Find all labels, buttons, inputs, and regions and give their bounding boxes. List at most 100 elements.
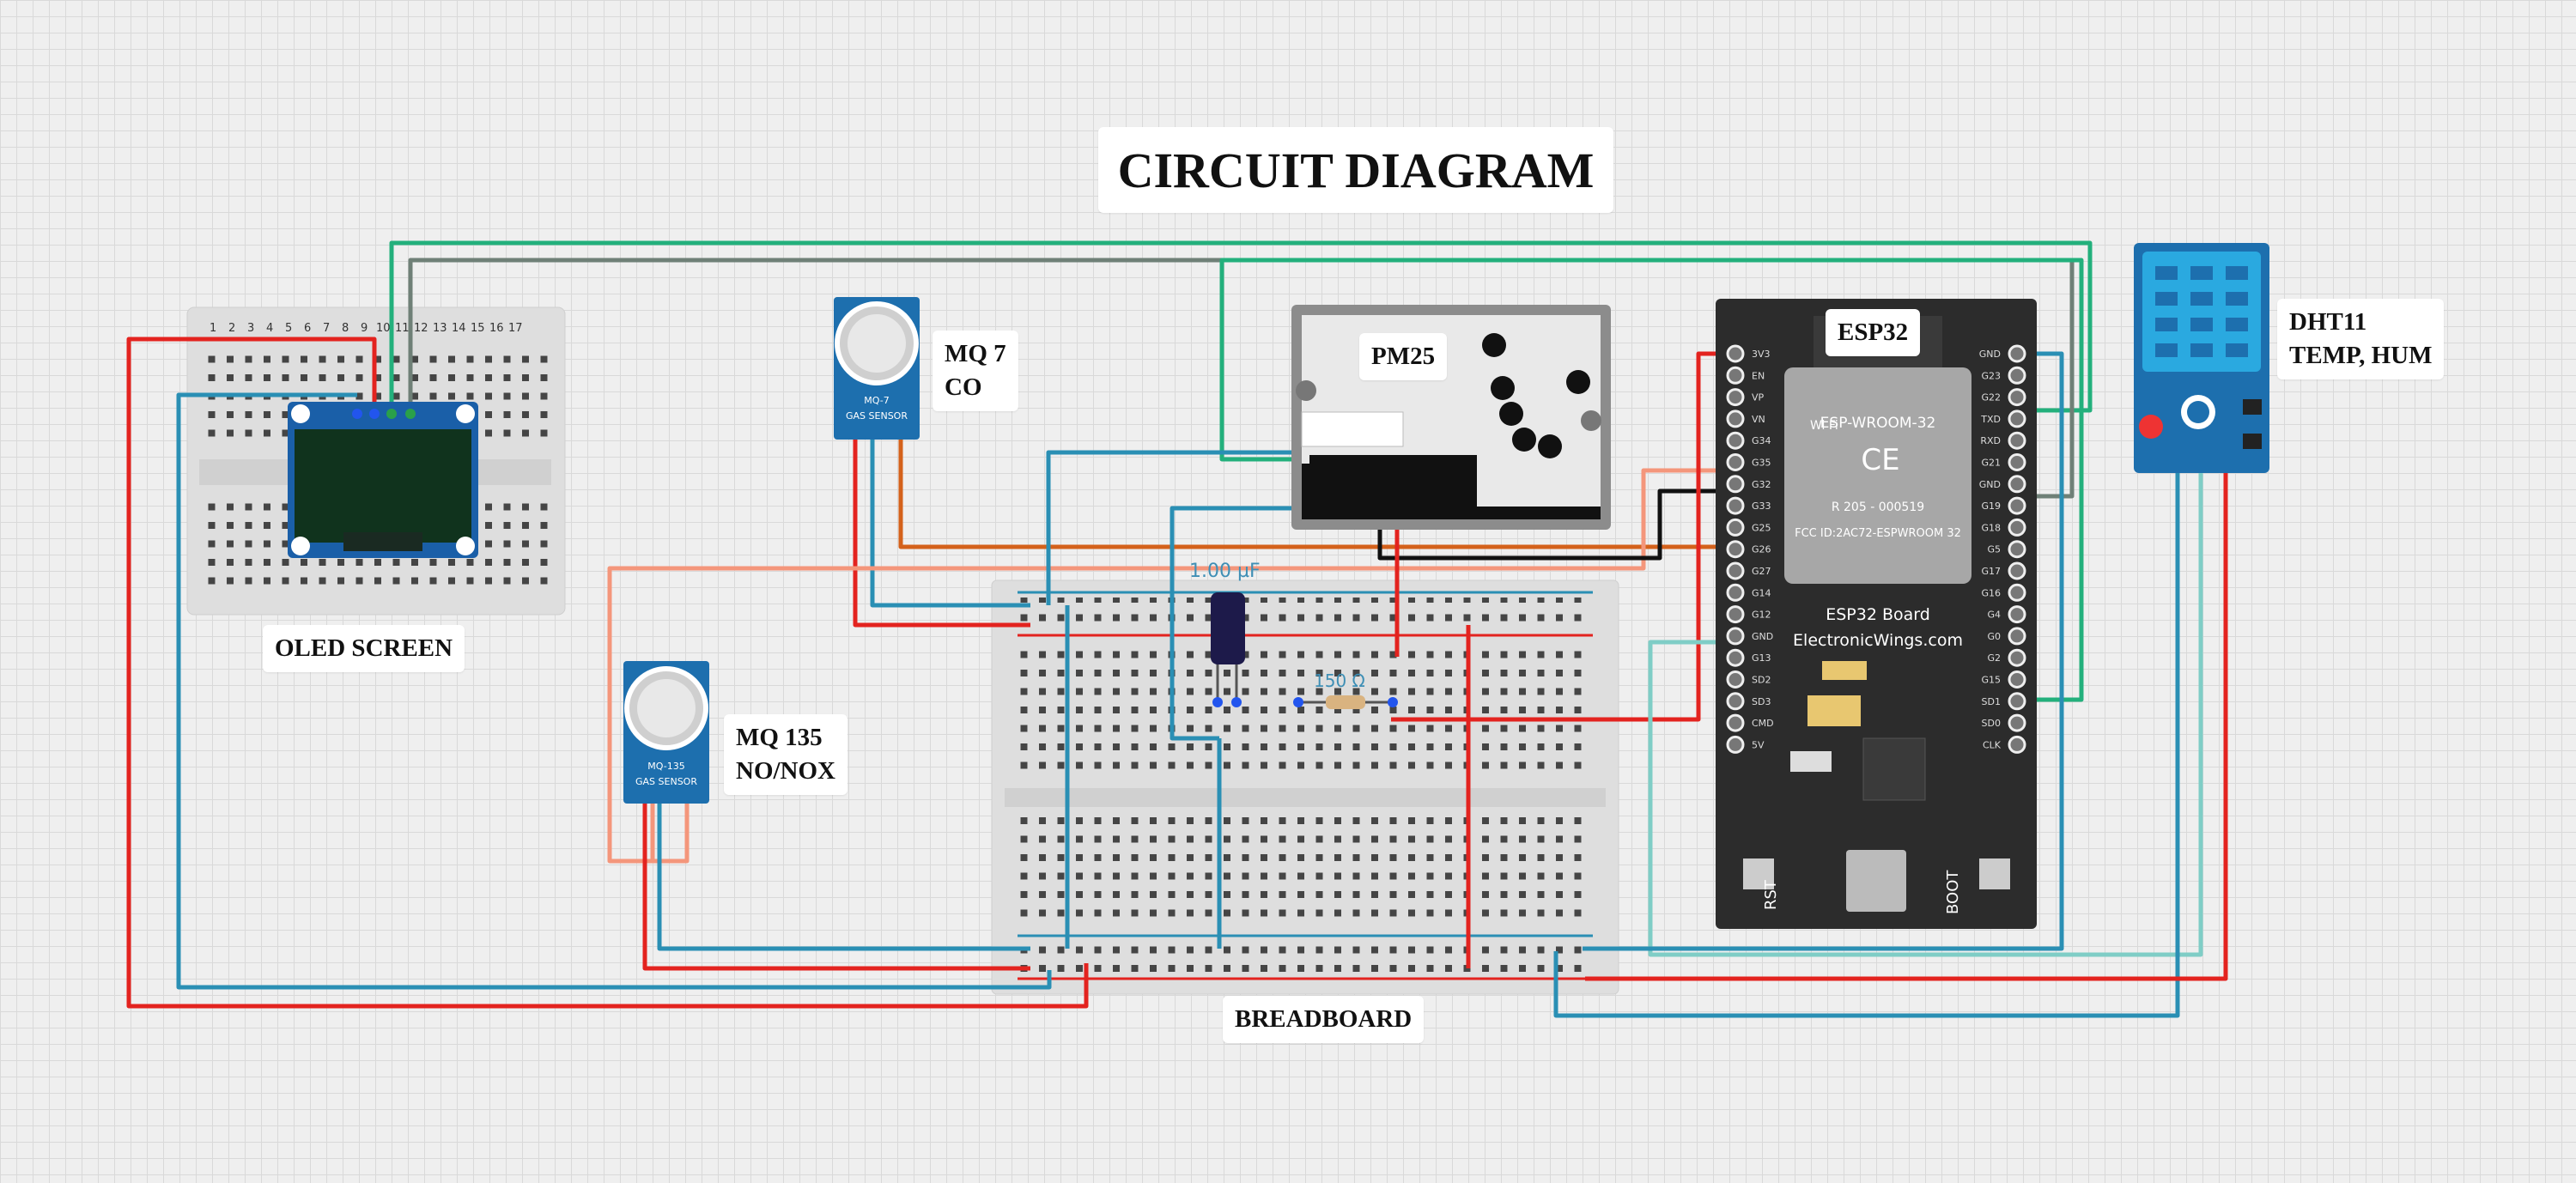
svg-text:12: 12 bbox=[414, 322, 428, 335]
esp32-pin-sd0 bbox=[2008, 713, 2026, 732]
esp32-pin-vn bbox=[1726, 410, 1745, 428]
esp32-pin-label: G15 bbox=[1981, 675, 2001, 686]
esp32-pin-sd1 bbox=[2008, 692, 2026, 711]
esp32-pin-label: G25 bbox=[1752, 522, 1771, 533]
esp32-pin-label: G23 bbox=[1981, 370, 2001, 381]
esp32-pin-label: G2 bbox=[1987, 652, 2001, 664]
esp32-pin-label: GND bbox=[1979, 349, 2001, 360]
esp32-pin-g32 bbox=[1726, 475, 1745, 494]
esp32-pin-label: G14 bbox=[1752, 587, 1771, 598]
wire-red-mq7 bbox=[853, 429, 1030, 628]
esp32-pin-label: G12 bbox=[1752, 610, 1771, 621]
esp32-pin-g27 bbox=[1726, 561, 1745, 580]
resistor bbox=[1293, 695, 1398, 709]
wire-salmon-mq135b bbox=[614, 798, 690, 864]
label-dht11: DHT11 TEMP, HUM bbox=[2277, 299, 2445, 380]
esp32-pin-gnd bbox=[2008, 475, 2026, 494]
esp32-pin-g35 bbox=[1726, 453, 1745, 471]
esp32-pin-vp bbox=[1726, 388, 1745, 407]
pm25-sensor bbox=[1291, 305, 1611, 530]
label-pm25: PM25 bbox=[1359, 333, 1448, 381]
esp32-pin-g16 bbox=[2008, 583, 2026, 602]
svg-text:Wi Fi: Wi Fi bbox=[1810, 419, 1838, 433]
svg-text:BOOT: BOOT bbox=[1944, 870, 1962, 914]
svg-text:FCC ID:2AC72-ESPWROOM 32: FCC ID:2AC72-ESPWROOM 32 bbox=[1795, 527, 1961, 540]
svg-text:9: 9 bbox=[361, 322, 368, 335]
esp32-pin-g18 bbox=[2008, 518, 2026, 537]
esp32-pin-label: CMD bbox=[1752, 718, 1774, 729]
wire-blue-esp-gnd bbox=[1583, 351, 2064, 951]
esp32-board: ESP-WROOM-32 Wi Fi CE R 205 - 000519 FCC… bbox=[1716, 299, 2037, 929]
esp32-right-pins: GNDG23G22TXDRXDG21GNDG19G18G5G17G16G4G0G… bbox=[1979, 344, 2026, 754]
svg-text:R 205 - 000519: R 205 - 000519 bbox=[1832, 500, 1924, 514]
svg-text:ESP-WROOM-32: ESP-WROOM-32 bbox=[1820, 415, 1936, 432]
esp32-pin-label: VN bbox=[1752, 414, 1765, 425]
esp32-pin-g12 bbox=[1726, 605, 1745, 624]
esp32-pin-g25 bbox=[1726, 518, 1745, 537]
dht11-sensor bbox=[2134, 243, 2269, 473]
svg-text:8: 8 bbox=[342, 322, 349, 335]
label-oled-screen: OLED SCREEN bbox=[263, 625, 465, 673]
esp32-pin-label: G22 bbox=[1981, 392, 2001, 403]
esp32-pin-gnd bbox=[2008, 344, 2026, 363]
esp32-pin-label: G34 bbox=[1752, 435, 1771, 446]
esp32-pin-label: G0 bbox=[1987, 631, 2001, 642]
svg-text:RST: RST bbox=[1762, 879, 1780, 910]
svg-text:2: 2 bbox=[228, 322, 235, 335]
esp32-pin-en bbox=[1726, 366, 1745, 385]
main-breadboard bbox=[991, 579, 1619, 995]
esp32-pin-g5 bbox=[2008, 540, 2026, 559]
svg-text:GAS SENSOR: GAS SENSOR bbox=[635, 776, 697, 787]
esp32-pin-g33 bbox=[1726, 496, 1745, 515]
esp32-pin-label: CLK bbox=[1983, 739, 2002, 750]
esp32-pin-g34 bbox=[1726, 431, 1745, 450]
wire-blue-dht-gnd bbox=[1553, 464, 2180, 1018]
esp32-pin-sd2 bbox=[1726, 670, 1745, 689]
esp32-pin-label: VP bbox=[1752, 392, 1765, 403]
label-mq135: MQ 135 NO/NOX bbox=[724, 714, 848, 796]
wire-orange-mq7 bbox=[898, 429, 1735, 549]
svg-text:3: 3 bbox=[247, 322, 254, 335]
page-title: CIRCUIT DIAGRAM bbox=[1098, 127, 1613, 213]
esp32-left-pins: 3V3ENVPVNG34G35G32G33G25G26G27G14G12GNDG… bbox=[1726, 344, 1774, 754]
esp32-pin-label: SD2 bbox=[1752, 675, 1771, 686]
esp32-pin-g19 bbox=[2008, 496, 2026, 515]
esp32-pin-g17 bbox=[2008, 561, 2026, 580]
wire-blue-oled bbox=[176, 392, 1052, 990]
svg-text:ESP32 Board: ESP32 Board bbox=[1826, 605, 1930, 624]
esp32-pin-label: TXD bbox=[1980, 414, 2001, 425]
label-esp32: ESP32 bbox=[1826, 309, 1921, 357]
esp32-pin-txd bbox=[2008, 410, 2026, 428]
esp32-pin-clk bbox=[2008, 735, 2026, 754]
esp32-pin-label: G18 bbox=[1981, 522, 2001, 533]
svg-text:MQ-135: MQ-135 bbox=[647, 761, 684, 772]
esp32-pin-g13 bbox=[1726, 648, 1745, 667]
wire-teal-dht bbox=[1648, 464, 2203, 957]
esp32-pin-3v3 bbox=[1726, 344, 1745, 363]
capacitor-value: 1.00 µF bbox=[1189, 561, 1261, 582]
esp32-pin-label: G27 bbox=[1752, 566, 1771, 577]
svg-text:CE: CE bbox=[1861, 443, 1899, 477]
esp32-pin-label: G13 bbox=[1752, 652, 1771, 664]
svg-text:5: 5 bbox=[285, 322, 292, 335]
svg-text:GAS SENSOR: GAS SENSOR bbox=[846, 410, 908, 422]
oled-module bbox=[288, 402, 478, 558]
esp32-pin-label: G35 bbox=[1752, 458, 1771, 469]
svg-text:MQ-7: MQ-7 bbox=[864, 395, 889, 406]
esp32-pin-5v bbox=[1726, 735, 1745, 754]
mq135-sensor: MQ-135 GAS SENSOR bbox=[623, 661, 709, 804]
esp32-pin-label: SD3 bbox=[1752, 696, 1771, 707]
svg-text:17: 17 bbox=[508, 322, 523, 335]
svg-text:15: 15 bbox=[471, 322, 485, 335]
esp32-pin-label: G16 bbox=[1981, 587, 2001, 598]
esp32-pin-g22 bbox=[2008, 388, 2026, 407]
esp32-pin-g4 bbox=[2008, 605, 2026, 624]
esp32-pin-g14 bbox=[1726, 583, 1745, 602]
wire-green-top bbox=[389, 240, 2093, 413]
svg-text:ElectronicWings.com: ElectronicWings.com bbox=[1793, 631, 1963, 650]
esp32-pin-label: G33 bbox=[1752, 500, 1771, 512]
svg-text:10: 10 bbox=[376, 322, 391, 335]
esp32-pin-g2 bbox=[2008, 648, 2026, 667]
esp32-pin-label: GND bbox=[1979, 479, 2001, 490]
esp32-pin-sd3 bbox=[1726, 692, 1745, 711]
